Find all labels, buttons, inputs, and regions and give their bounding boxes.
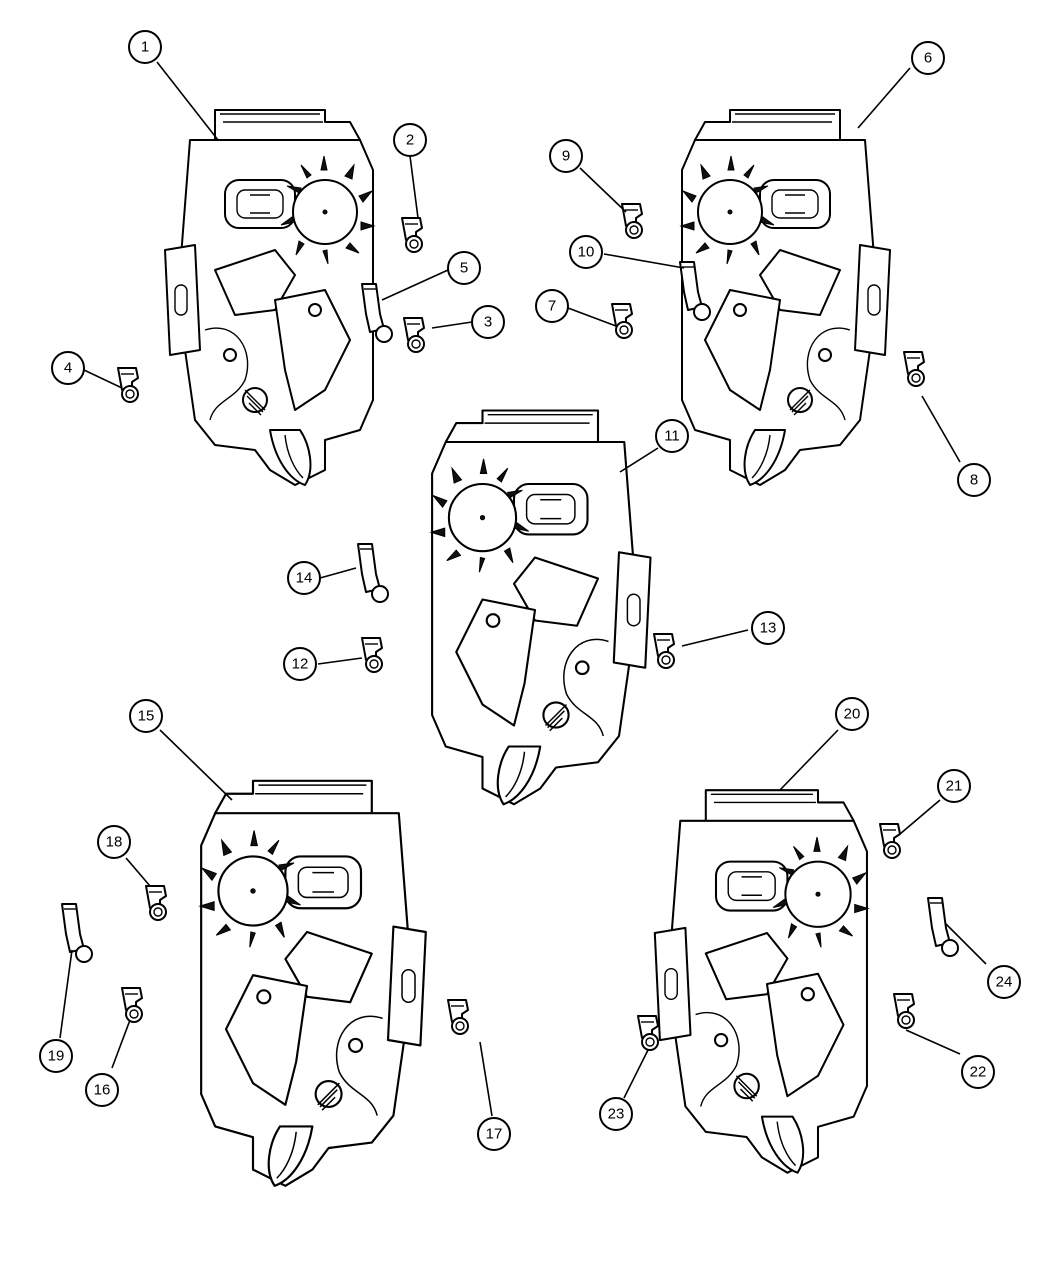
callout-21: 21 bbox=[937, 769, 971, 803]
callout-4: 4 bbox=[51, 351, 85, 385]
callout-23: 23 bbox=[599, 1097, 633, 1131]
latch-bottom-right bbox=[653, 789, 869, 1174]
callout-9-label: 9 bbox=[562, 148, 570, 165]
latch-center bbox=[429, 409, 652, 806]
callout-11: 11 bbox=[655, 419, 689, 453]
callout-7: 7 bbox=[535, 289, 569, 323]
callout-2-label: 2 bbox=[406, 132, 414, 149]
callout-21-label: 21 bbox=[946, 778, 963, 795]
callout-14: 14 bbox=[287, 561, 321, 595]
clip-part-12 bbox=[361, 637, 383, 673]
callout-3-label: 3 bbox=[484, 314, 492, 331]
callout-18: 18 bbox=[97, 825, 131, 859]
callout-20-label: 20 bbox=[844, 706, 861, 723]
clip-part-9 bbox=[621, 203, 643, 239]
callout-24-label: 24 bbox=[996, 974, 1013, 991]
callout-17-label: 17 bbox=[486, 1126, 503, 1143]
callout-11-label: 11 bbox=[664, 428, 680, 445]
rod-part-14 bbox=[357, 543, 389, 603]
clip-part-22 bbox=[893, 993, 915, 1029]
callout-1-label: 1 bbox=[141, 39, 149, 56]
callout-2: 2 bbox=[393, 123, 427, 157]
callout-19: 19 bbox=[39, 1039, 73, 1073]
callout-10-label: 10 bbox=[578, 244, 595, 261]
clip-part-4 bbox=[117, 367, 139, 403]
clip-part-17 bbox=[447, 999, 469, 1035]
callout-22-label: 22 bbox=[970, 1064, 987, 1081]
latch-bottom-left bbox=[198, 779, 427, 1187]
clip-part-3 bbox=[403, 317, 425, 353]
callout-13-label: 13 bbox=[760, 620, 777, 637]
callout-19-label: 19 bbox=[48, 1048, 65, 1065]
clip-part-21 bbox=[879, 823, 901, 859]
callout-8: 8 bbox=[957, 463, 991, 497]
callout-6: 6 bbox=[911, 41, 945, 75]
callout-5-label: 5 bbox=[460, 260, 468, 277]
callout-20: 20 bbox=[835, 697, 869, 731]
clip-part-16 bbox=[121, 987, 143, 1023]
callout-7-label: 7 bbox=[548, 298, 556, 315]
rod-part-24 bbox=[927, 897, 959, 957]
callout-15-label: 15 bbox=[138, 708, 155, 725]
callout-6-label: 6 bbox=[924, 50, 932, 67]
callout-8-label: 8 bbox=[970, 472, 978, 489]
callout-24: 24 bbox=[987, 965, 1021, 999]
clip-part-8 bbox=[903, 351, 925, 387]
clip-part-7 bbox=[611, 303, 633, 339]
callout-10: 10 bbox=[569, 235, 603, 269]
callout-13: 13 bbox=[751, 611, 785, 645]
callout-15: 15 bbox=[129, 699, 163, 733]
clip-part-18 bbox=[145, 885, 167, 921]
leader-lines bbox=[59, 61, 987, 1117]
callout-18-label: 18 bbox=[106, 834, 123, 851]
callout-16: 16 bbox=[85, 1073, 119, 1107]
latch-top-left bbox=[164, 109, 375, 486]
callout-12: 12 bbox=[283, 647, 317, 681]
callout-5: 5 bbox=[447, 251, 481, 285]
clip-part-2 bbox=[401, 217, 423, 253]
clip-part-23 bbox=[637, 1015, 659, 1051]
callout-1: 1 bbox=[128, 30, 162, 64]
callout-12-label: 12 bbox=[292, 656, 309, 673]
callout-17: 17 bbox=[477, 1117, 511, 1151]
rod-part-19 bbox=[61, 903, 93, 963]
callout-23-label: 23 bbox=[608, 1106, 625, 1123]
callout-4-label: 4 bbox=[64, 360, 72, 377]
latch-top-right bbox=[680, 109, 891, 486]
callout-3: 3 bbox=[471, 305, 505, 339]
callout-22: 22 bbox=[961, 1055, 995, 1089]
clip-part-13 bbox=[653, 633, 675, 669]
callout-9: 9 bbox=[549, 139, 583, 173]
callout-16-label: 16 bbox=[94, 1082, 111, 1099]
callout-14-label: 14 bbox=[296, 570, 313, 587]
